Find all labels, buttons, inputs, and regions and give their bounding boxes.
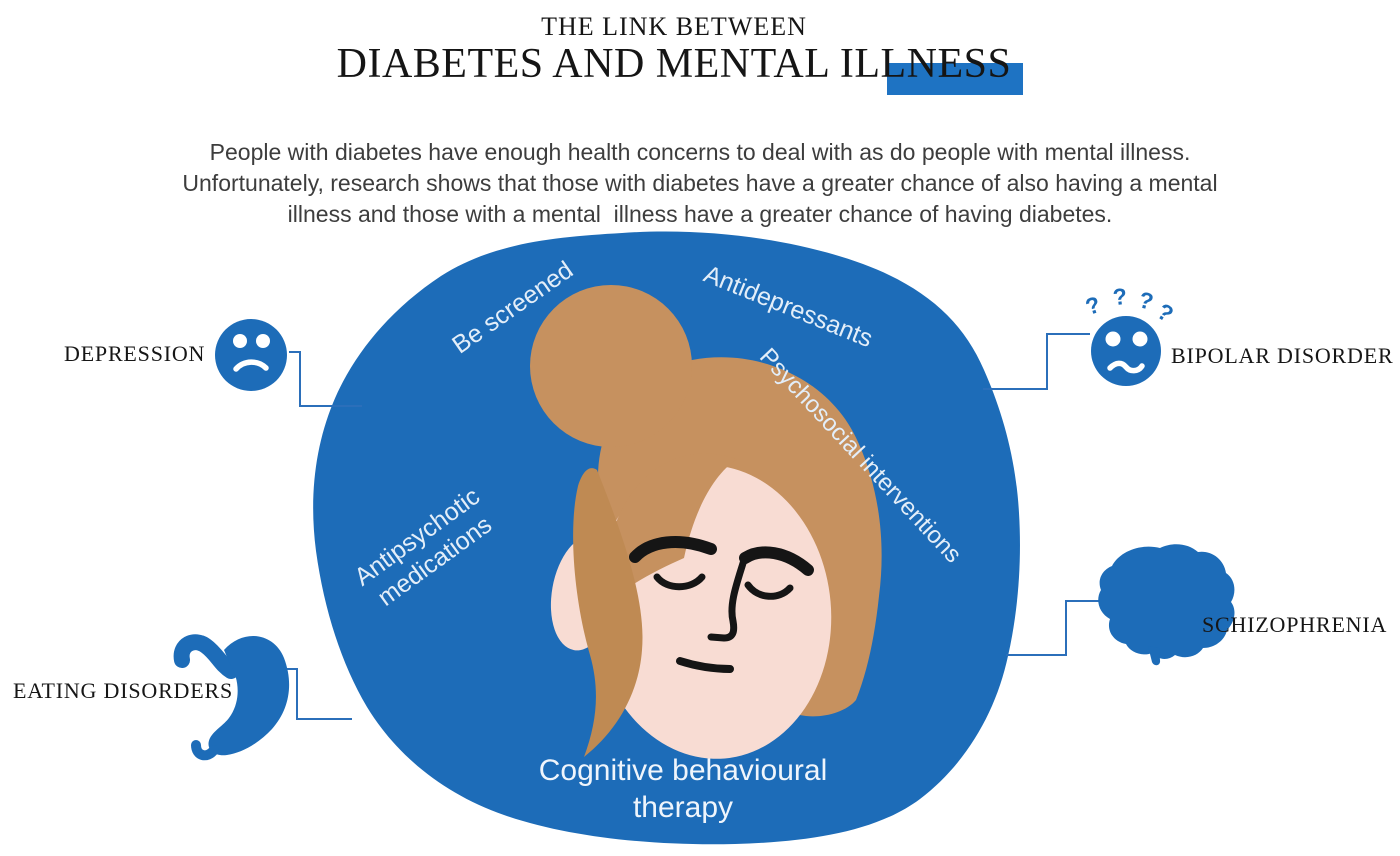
right-eyebrow: [739, 546, 814, 576]
label-schizophrenia: SCHIZOPHRENIA: [1202, 612, 1388, 637]
cbt-line-1: Cognitive behavioural: [538, 754, 828, 787]
bipolar-connector: [983, 333, 1090, 390]
schizophrenia-connector: [1006, 600, 1104, 656]
confused-face-questions-icon: [1091, 316, 1161, 386]
title-highlight-bar: [887, 63, 1023, 95]
nose: [707, 556, 748, 642]
brain-icon: [1098, 544, 1235, 666]
stomach-icon: [173, 634, 290, 761]
hair-strand: [573, 468, 643, 757]
woman-face-illustration: [530, 285, 882, 759]
intro-line-3: illness and those with a mental illness …: [287, 201, 1113, 227]
left-eye-closed: [653, 573, 706, 591]
sad-face-icon: [215, 319, 287, 391]
right-eye-closed: [744, 581, 794, 600]
eating-connector: [280, 668, 352, 720]
question-mark-icon: ?: [1111, 282, 1129, 311]
label-bipolar-disorder: BIPOLAR DISORDER: [1171, 343, 1394, 368]
mouth: [676, 657, 734, 673]
label-depression: DEPRESSION: [64, 341, 206, 366]
hair-fringe: [600, 453, 737, 610]
left-eyebrow: [629, 536, 717, 563]
face-features: [629, 536, 814, 673]
hair-bun: [530, 285, 692, 447]
connector-lines: [280, 333, 1104, 720]
cbt-line-2: therapy: [632, 791, 734, 824]
depression-connector: [289, 351, 362, 407]
treatment-cognitive-behavioural-therapy: Cognitive behavioural therapy: [539, 752, 828, 826]
title-kicker: THE LINK BETWEEN: [541, 12, 807, 41]
page-title: DIABETES AND MENTAL ILLNESS: [336, 41, 1012, 87]
intro-line-1: People with diabetes have enough health …: [209, 139, 1191, 165]
intro-paragraph: People with diabetes have enough health …: [0, 137, 1400, 230]
intro-line-2: Unfortunately, research shows that those…: [182, 170, 1218, 196]
label-eating-disorders: EATING DISORDERS: [13, 678, 233, 703]
